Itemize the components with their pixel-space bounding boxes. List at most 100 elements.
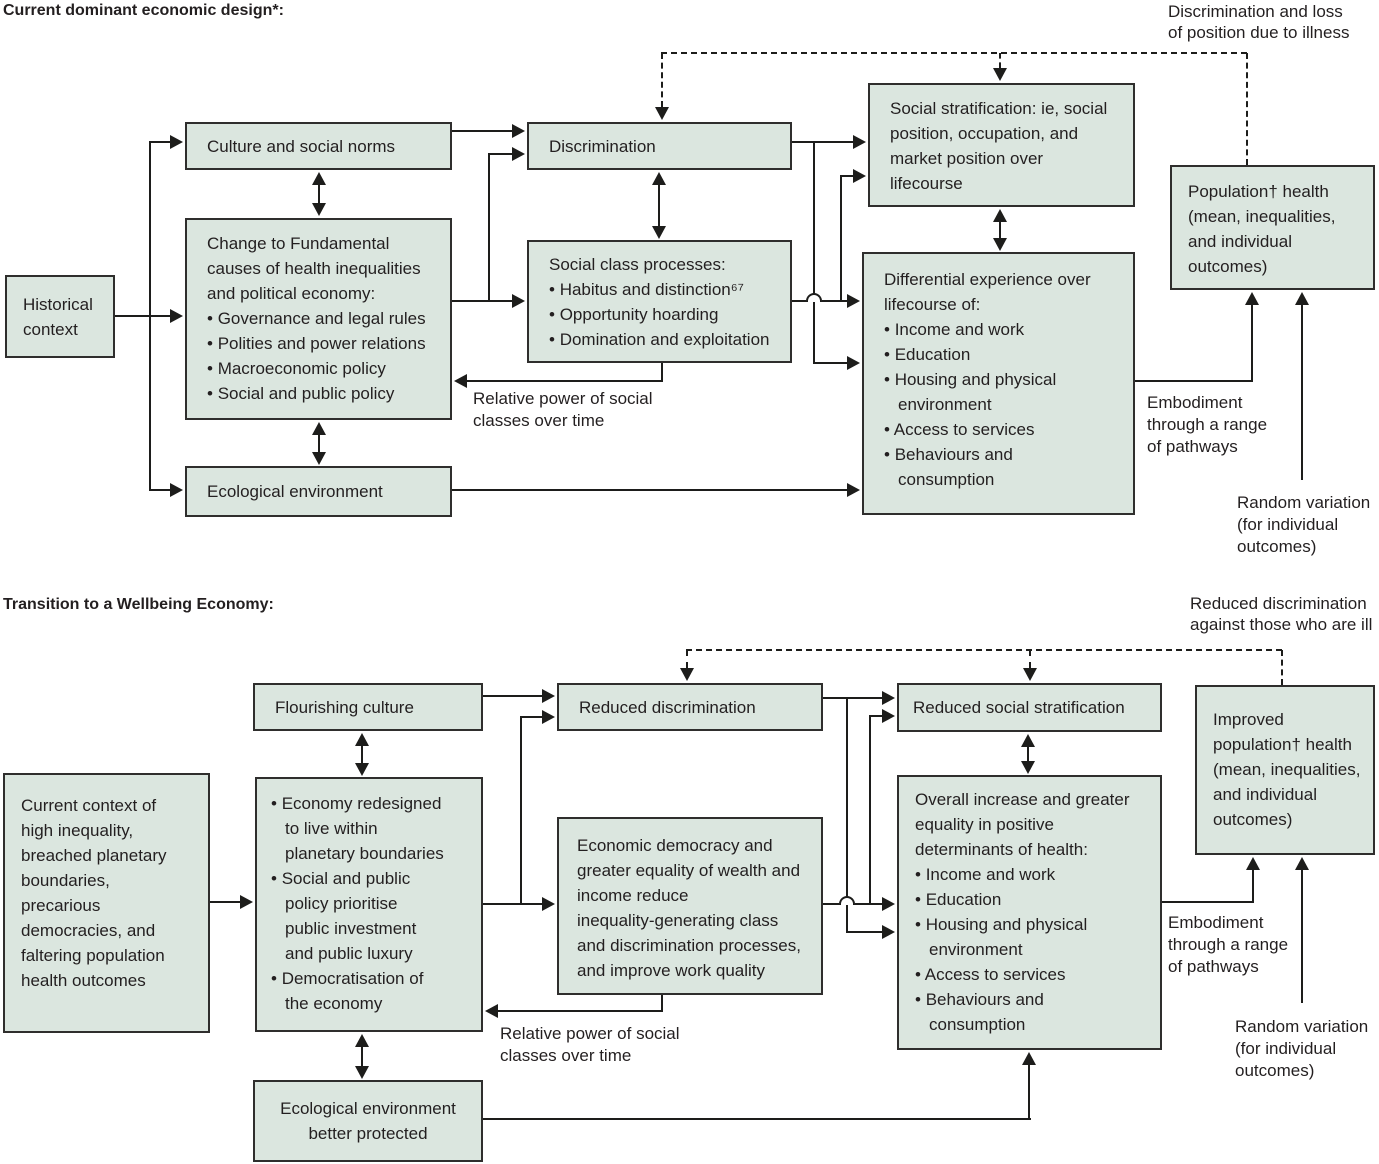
box-fundamental-causes: Change to Fundamental causes of health i… (185, 218, 452, 420)
arrowhead-into-economy (240, 895, 253, 909)
dashed-line-v (1246, 53, 1248, 165)
line-to-culture (149, 141, 170, 143)
arrowhead-into-overall (882, 925, 895, 939)
line-embodiment-v (1252, 870, 1254, 903)
line-to-differential (813, 362, 847, 364)
line-context-out (210, 901, 240, 903)
arrowhead-into-discrimination (512, 147, 525, 161)
box-differential-experience: Differential experience over lifecourse … (862, 252, 1135, 515)
bullet-item: Housing and physical environment (884, 367, 1127, 417)
label-relative-power-bottom: Relative power of social classes over ti… (500, 1024, 680, 1065)
line-feedback-left (498, 1010, 663, 1012)
line-reduceddisc-out (823, 697, 882, 699)
line-ecoprotected-up (1028, 1064, 1030, 1120)
bullet-list: Income and workEducationHousing and phys… (884, 317, 1127, 492)
double-arrow-down (312, 203, 326, 216)
arrowhead-into-fundamental-causes (170, 309, 183, 323)
line-reduceddisc-branch-down (846, 697, 848, 933)
arrowhead-into-improved (1295, 857, 1309, 870)
double-arrow-line (658, 184, 660, 227)
box-ecological-environment: Ecological environment (185, 466, 452, 517)
line-socialclass-branch-up (840, 176, 842, 302)
bullet-list: Income and workEducationHousing and phys… (915, 862, 1156, 1037)
bullet-item: Income and work (884, 317, 1127, 342)
line-socialclass-out2 (822, 300, 847, 302)
box-economic-democracy: Economic democracy and greater equality … (557, 817, 823, 995)
dashed-arrowhead-into-reduceddisc (680, 668, 694, 681)
arrowhead-into-differential (847, 294, 860, 308)
double-arrow-down (355, 1066, 369, 1079)
line-change-to-socialclass (452, 300, 512, 302)
section-heading-wellbeing-transition: Transition to a Wellbeing Economy: (3, 596, 274, 613)
double-arrow-line (1027, 746, 1029, 761)
bullet-item: Education (915, 887, 1156, 912)
double-arrow-up (355, 733, 369, 746)
double-arrow-line (318, 184, 320, 204)
bullet-item: Income and work (915, 862, 1156, 887)
line-jump (806, 293, 822, 302)
line-economy-branch-up (520, 717, 522, 905)
dashed-line-v (661, 53, 663, 107)
box-improved-population-health: Improved population† health (mean, inequ… (1195, 685, 1375, 855)
arrowhead-into-differential (847, 483, 860, 497)
arrowhead-into-econdem (542, 897, 555, 911)
arrowhead-into-ecological (170, 483, 183, 497)
double-arrow-down (355, 763, 369, 776)
line-feedback-down (661, 995, 663, 1012)
dashed-arrowhead-into-discrimination (655, 107, 669, 120)
double-arrow-line (318, 434, 320, 454)
double-arrow-line (999, 221, 1001, 238)
line-random-variation (1301, 870, 1303, 1003)
bullet-item: Behaviours and consumption (915, 987, 1156, 1037)
double-arrow-down (652, 226, 666, 239)
box-social-stratification: Social stratification: ie, social positi… (868, 83, 1135, 207)
box-discrimination: Discrimination (527, 122, 792, 170)
line-culture-to-discrimination (452, 130, 512, 132)
bullet-item: Behaviours and consumption (884, 442, 1127, 492)
box-reduced-discrimination: Reduced discrimination (557, 683, 823, 731)
dashed-line-h (661, 52, 1247, 54)
line-historical-branch (149, 141, 151, 490)
arrowhead-into-fundamental-causes (454, 374, 467, 388)
bullet-item: Domination and exploitation (549, 327, 784, 352)
dashed-line-v (686, 650, 688, 668)
box-intro-text: Social class processes: (549, 255, 726, 274)
box-current-context: Current context of high inequality, brea… (3, 773, 210, 1033)
box-ecological-environment-protected: Ecological environment better protected (253, 1080, 483, 1162)
box-reduced-social-stratification: Reduced social stratification (897, 683, 1162, 732)
box-flourishing-culture: Flourishing culture (253, 683, 483, 731)
dashed-line-v (1281, 650, 1283, 685)
double-arrow-up (355, 1034, 369, 1047)
arrowhead-into-overall (882, 897, 895, 911)
arrowhead-into-improved (1246, 857, 1260, 870)
box-historical-context: Historical context (5, 275, 115, 358)
box-intro-text: Change to Fundamental causes of health i… (207, 234, 421, 303)
arrowhead-into-socialclass (512, 294, 525, 308)
arrowhead-into-discrimination (512, 124, 525, 138)
arrowhead-into-reduceddisc (542, 710, 555, 724)
dashed-line-v (999, 53, 1001, 68)
line-embodiment-v (1251, 304, 1253, 381)
bullet-item: Polities and power relations (207, 331, 442, 356)
bullet-item: Democratisation of the economy (271, 966, 477, 1016)
line-econdem-out (823, 903, 839, 905)
label-embodiment-top: Embodiment through a range of pathways (1147, 393, 1268, 456)
line-discrimination-branch-down (813, 141, 815, 364)
double-arrow-up (993, 209, 1007, 222)
line-feedback-left (467, 380, 663, 382)
double-arrow-up (1021, 734, 1035, 747)
double-arrow-line (361, 1046, 363, 1067)
double-arrow-up (312, 172, 326, 185)
line-random-variation (1301, 304, 1303, 480)
arrowhead-into-reduceddisc (542, 689, 555, 703)
double-arrow-line (361, 745, 363, 764)
double-arrow-down (1021, 761, 1035, 774)
box-intro-text: Differential experience over lifecourse … (884, 270, 1091, 314)
label-embodiment-bottom: Embodiment through a range of pathways (1168, 913, 1289, 976)
line-to-ecological (149, 489, 170, 491)
line-econdem-branch-up (869, 716, 871, 905)
line-change-branch-up (488, 153, 490, 302)
line-economy-out (483, 903, 542, 905)
arrowhead-into-overall (1022, 1052, 1036, 1065)
bullet-item: Opportunity hoarding (549, 302, 784, 327)
